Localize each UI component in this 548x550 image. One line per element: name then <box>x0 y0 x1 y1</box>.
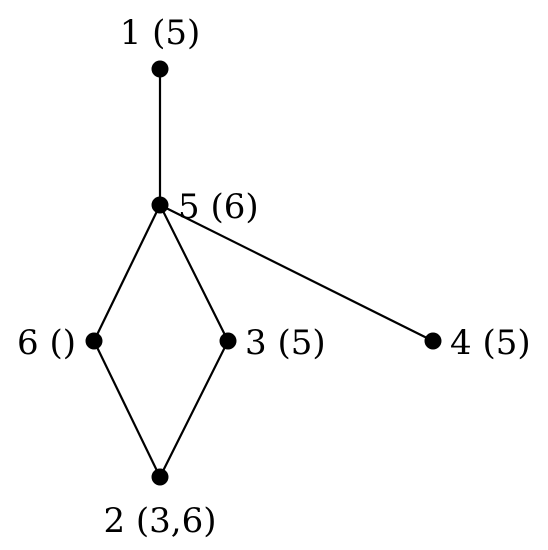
node-label-2: 2 (3,6) <box>103 501 216 541</box>
node-label-1: 1 (5) <box>120 13 201 53</box>
node-6 <box>85 332 103 350</box>
edge-5-4 <box>159 204 434 342</box>
node-layer <box>85 60 442 486</box>
edge-5-6 <box>93 204 161 342</box>
node-label-3: 3 (5) <box>245 323 326 363</box>
label-layer: 1 (5) 5 (6) 6 () 3 (5) 4 (5) 2 (3,6) <box>17 13 531 541</box>
edge-3-2 <box>159 340 229 478</box>
node-1 <box>151 60 169 78</box>
node-2 <box>151 468 169 486</box>
node-label-6: 6 () <box>17 323 76 363</box>
node-5 <box>151 196 169 214</box>
edge-5-3 <box>159 204 229 342</box>
node-4 <box>424 332 442 350</box>
edge-6-2 <box>93 340 161 478</box>
node-label-4: 4 (5) <box>450 323 531 363</box>
edge-layer <box>93 69 434 478</box>
node-3 <box>219 332 237 350</box>
node-label-5: 5 (6) <box>178 187 259 227</box>
